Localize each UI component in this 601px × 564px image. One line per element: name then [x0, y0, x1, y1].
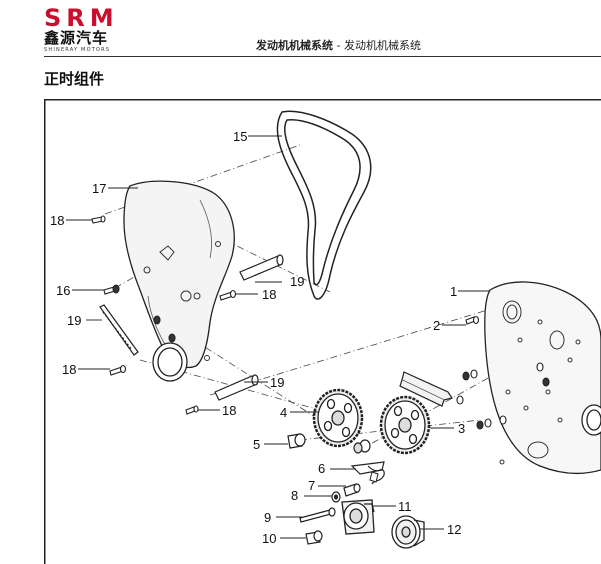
- breadcrumb-separator: -: [333, 39, 344, 52]
- logo-name-en: SHINERAY MOTORS: [44, 47, 111, 53]
- diagram-frame: 15 17 18 16 19 18 19 18 19 18 1 2 3 4 5 …: [44, 99, 601, 564]
- label-part-19a: 19: [67, 313, 81, 328]
- label-part-10: 10: [262, 531, 276, 546]
- cover-seal-ring: [152, 342, 188, 382]
- srm-logo: SRM 鑫源汽车 SHINERAY MOTORS: [44, 4, 144, 53]
- label-part-3: 3: [458, 421, 465, 436]
- label-part-4: 4: [280, 405, 287, 420]
- breadcrumb-page: 发动机机械系统: [343, 39, 421, 52]
- idler-pulley: [391, 515, 425, 549]
- rear-timing-plate: [484, 281, 601, 475]
- breadcrumb-section: 发动机机械系统: [256, 39, 333, 52]
- label-part-18a: 18: [50, 213, 64, 228]
- tensioner-bolt: [299, 507, 336, 523]
- upper-timing-cover: [123, 180, 235, 369]
- label-part-11: 11: [398, 499, 412, 514]
- label-part-7: 7: [308, 478, 315, 493]
- page-title: 正时组件: [44, 70, 105, 88]
- guide-strip-left: [99, 304, 139, 356]
- timing-components-exploded-diagram: 15 17 18 16 19 18 19 18 19 18 1 2 3 4 5 …: [44, 99, 601, 564]
- tensioner-spacer: [343, 483, 361, 497]
- label-part-8: 8: [291, 488, 298, 503]
- oil-seal: [581, 404, 601, 436]
- label-part-19c: 19: [270, 375, 284, 390]
- label-part-18c: 18: [262, 287, 276, 302]
- tensioner-pulley: [341, 499, 375, 535]
- label-part-12: 12: [447, 522, 461, 537]
- label-part-16: 16: [56, 283, 70, 298]
- camshaft-sprocket-right: [379, 395, 431, 455]
- logo-name-cn: 鑫源汽车: [44, 29, 109, 47]
- frame-border: [44, 99, 601, 564]
- camshaft-sprocket-left: [312, 388, 364, 448]
- tensioner-bracket: [350, 461, 385, 485]
- part-leader-lines: [66, 135, 490, 539]
- timing-belt: [276, 110, 372, 300]
- label-part-15: 15: [233, 129, 247, 144]
- sprocket-bolt: [287, 433, 371, 454]
- rear-plate-details: [499, 300, 581, 465]
- label-part-1: 1: [450, 284, 457, 299]
- breadcrumb: 发动机机械系统 - 发动机机械系统: [256, 37, 421, 53]
- cover-bolts: [91, 215, 237, 415]
- washer: [331, 491, 341, 503]
- label-part-9: 9: [264, 510, 271, 525]
- rear-plate-bolts: [456, 315, 550, 430]
- hex-bolt: [305, 530, 323, 545]
- header-divider: [44, 56, 601, 57]
- guide-pin-lower: [214, 374, 259, 401]
- label-part-2: 2: [433, 318, 440, 333]
- part-labels: 15 17 18 16 19 18 19 18 19 18 1 2 3 4 5 …: [50, 129, 465, 546]
- label-part-17: 17: [92, 181, 106, 196]
- logo-brand: SRM: [44, 4, 119, 32]
- label-part-18d: 18: [222, 403, 236, 418]
- page-header: SRM 鑫源汽车 SHINERAY MOTORS 发动机机械系统 - 发动机机械…: [0, 0, 601, 60]
- label-part-5: 5: [253, 437, 260, 452]
- label-part-6: 6: [318, 461, 325, 476]
- label-part-18b: 18: [62, 362, 76, 377]
- cover-details: [143, 241, 221, 361]
- guide-pin-upper: [239, 254, 284, 281]
- timing-belt-guide-bracket: [399, 371, 453, 407]
- label-part-19b: 19: [290, 274, 304, 289]
